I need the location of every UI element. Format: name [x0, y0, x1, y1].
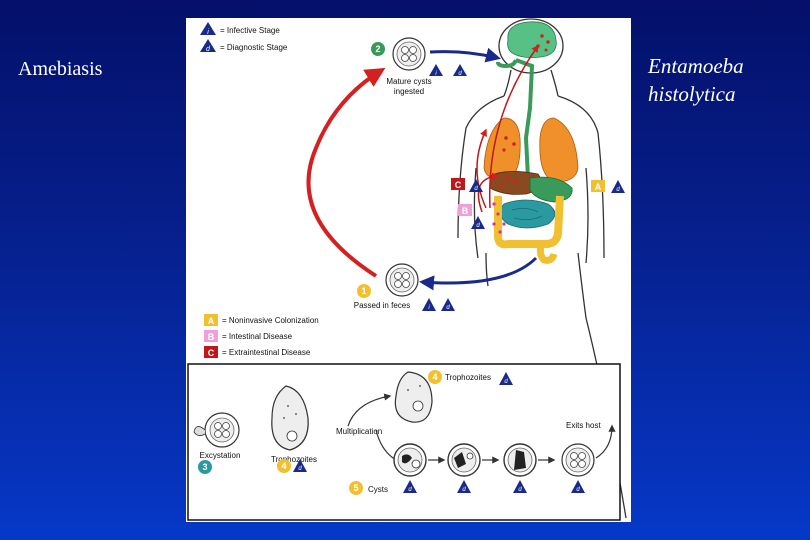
stomach-organ	[529, 176, 573, 203]
cyst-diag-key-3: d	[518, 487, 522, 493]
legend-diagnostic: d = Diagnostic Stage	[200, 39, 288, 53]
badge-c-diagram	[451, 178, 465, 190]
transmission-arrow	[306, 67, 386, 278]
stage2-label-line2: ingested	[394, 87, 424, 96]
trophozoite-image	[271, 385, 309, 451]
stage1-badge	[357, 284, 371, 298]
stage1-label: Passed in feces	[354, 301, 410, 310]
brain-spread-arrow	[488, 44, 539, 209]
intestinal-lesions	[492, 202, 506, 234]
stage2-infective-icon	[429, 64, 443, 76]
mature-cyst-exit-image	[561, 443, 595, 477]
stage4-top-diagnostic-icon	[499, 372, 513, 385]
cyst-diag-key-1: d	[408, 487, 412, 493]
stage4-diagnostic-key: d	[298, 466, 302, 472]
legend-infective: i = Infective Stage	[200, 22, 280, 36]
cyst-binucleate-image	[447, 443, 481, 477]
badge-a-diagnostic-key: d	[616, 187, 620, 193]
stage4-top-number: 4	[432, 372, 437, 382]
legend-b-key: B	[208, 332, 215, 342]
stage4-top-diagnostic-key: d	[504, 379, 508, 385]
legend-intestinal: B = Intestinal Disease	[204, 330, 293, 342]
stage5-badge	[349, 481, 363, 495]
cyst-uninucleate-image	[393, 443, 427, 477]
stage3-badge	[198, 460, 212, 474]
stage3-label: Excystation	[200, 451, 241, 460]
stage2-label-line1: Mature cysts	[386, 77, 431, 86]
stage5-number: 5	[353, 483, 358, 493]
lung-spread-arrow	[476, 128, 487, 209]
badge-b-diagnostic-icon	[471, 216, 485, 229]
stage2-diagnostic-key: d	[458, 71, 462, 77]
life-cycle-figure: i = Infective Stage d = Diagnostic Stage	[186, 18, 631, 522]
stage2-infective-key: i	[435, 71, 437, 77]
stage4-diagnostic-icon	[293, 459, 307, 472]
excretion-arrow	[419, 256, 538, 291]
exit-arrow	[595, 424, 616, 459]
diagnostic-triangle-icon	[200, 39, 216, 52]
lung-lesions	[502, 136, 516, 152]
infective-key: i	[207, 29, 209, 36]
organism-genus: Entamoeba	[648, 54, 744, 78]
stage1-diagnostic-key: d	[446, 305, 450, 311]
stage1-infective-icon	[422, 298, 436, 311]
liver-lesions	[500, 176, 518, 186]
badge-b-diagram	[458, 204, 472, 216]
multiplication-up-arrow	[347, 393, 392, 427]
badge-c-diagnostic-key: d	[474, 186, 478, 192]
legend-b-label: = Intestinal Disease	[222, 332, 293, 341]
stage1-number: 1	[361, 286, 366, 296]
cyst-diag-key-4: d	[576, 487, 580, 493]
badge-a-diagnostic-icon	[611, 180, 625, 193]
cyst-diag-key-2: d	[462, 487, 466, 493]
legend-extraintestinal: C = Extraintestinal Disease	[204, 346, 311, 358]
badge-c-diagram-key: C	[455, 180, 462, 190]
slide-title: Amebiasis	[18, 58, 103, 80]
badge-c-diagnostic-icon	[469, 179, 483, 192]
cyst-tetranucleate-image	[503, 443, 537, 477]
legend-noninvasive: A = Noninvasive Colonization	[204, 314, 319, 326]
stage1-infective-key: i	[428, 305, 430, 311]
badge-b-diagnostic-key: d	[476, 223, 480, 229]
large-intestine	[494, 195, 564, 249]
stage4-badge	[277, 459, 291, 473]
stage5-label: Cysts	[368, 485, 388, 494]
small-intestine	[499, 199, 556, 229]
stage4-number: 4	[281, 461, 286, 471]
mature-cyst-image	[392, 37, 426, 71]
stage4-label: Trophozoites	[271, 455, 317, 464]
trophozoite-top-image	[394, 371, 433, 423]
legend-a-key: A	[208, 316, 215, 326]
organism-species: histolytica	[648, 82, 736, 106]
left-lung	[483, 117, 521, 181]
stage1-diagnostic-icon	[441, 298, 455, 311]
ingestion-arrow	[429, 47, 501, 63]
stage3-number: 3	[202, 462, 207, 472]
badge-a-diagram	[591, 180, 605, 192]
right-lung	[539, 117, 579, 183]
brain-organ	[507, 21, 557, 58]
diagnostic-key: d	[206, 46, 211, 53]
diagnostic-label: = Diagnostic Stage	[220, 43, 288, 52]
legend-c-label: = Extraintestinal Disease	[222, 348, 311, 357]
infective-triangle-icon	[200, 22, 216, 35]
badge-b-diagram-key: B	[462, 206, 469, 216]
infective-label: = Infective Stage	[220, 26, 280, 35]
liver-spread-arrow	[477, 172, 500, 213]
badge-a-diagram-key: A	[595, 182, 602, 192]
stage2-badge	[371, 42, 385, 56]
multiplication-label: Multiplication	[336, 427, 382, 436]
excystation-image	[193, 412, 240, 448]
stage2-number: 2	[375, 44, 380, 54]
exits-host-label: Exits host	[566, 421, 601, 430]
stage2-diagnostic-icon	[453, 64, 467, 76]
fecal-cyst-image	[385, 263, 419, 297]
stage4-top-label: Trophozoites	[445, 373, 491, 382]
life-cycle-diagram: i = Infective Stage d = Diagnostic Stage	[187, 18, 627, 521]
stage4-top-badge	[428, 370, 442, 384]
legend-a-label: = Noninvasive Colonization	[222, 316, 319, 325]
cyst-diagnostic-icons: d d d d	[403, 480, 585, 493]
legend-c-key: C	[208, 348, 215, 358]
organism-name: Entamoeba histolytica	[648, 52, 798, 108]
